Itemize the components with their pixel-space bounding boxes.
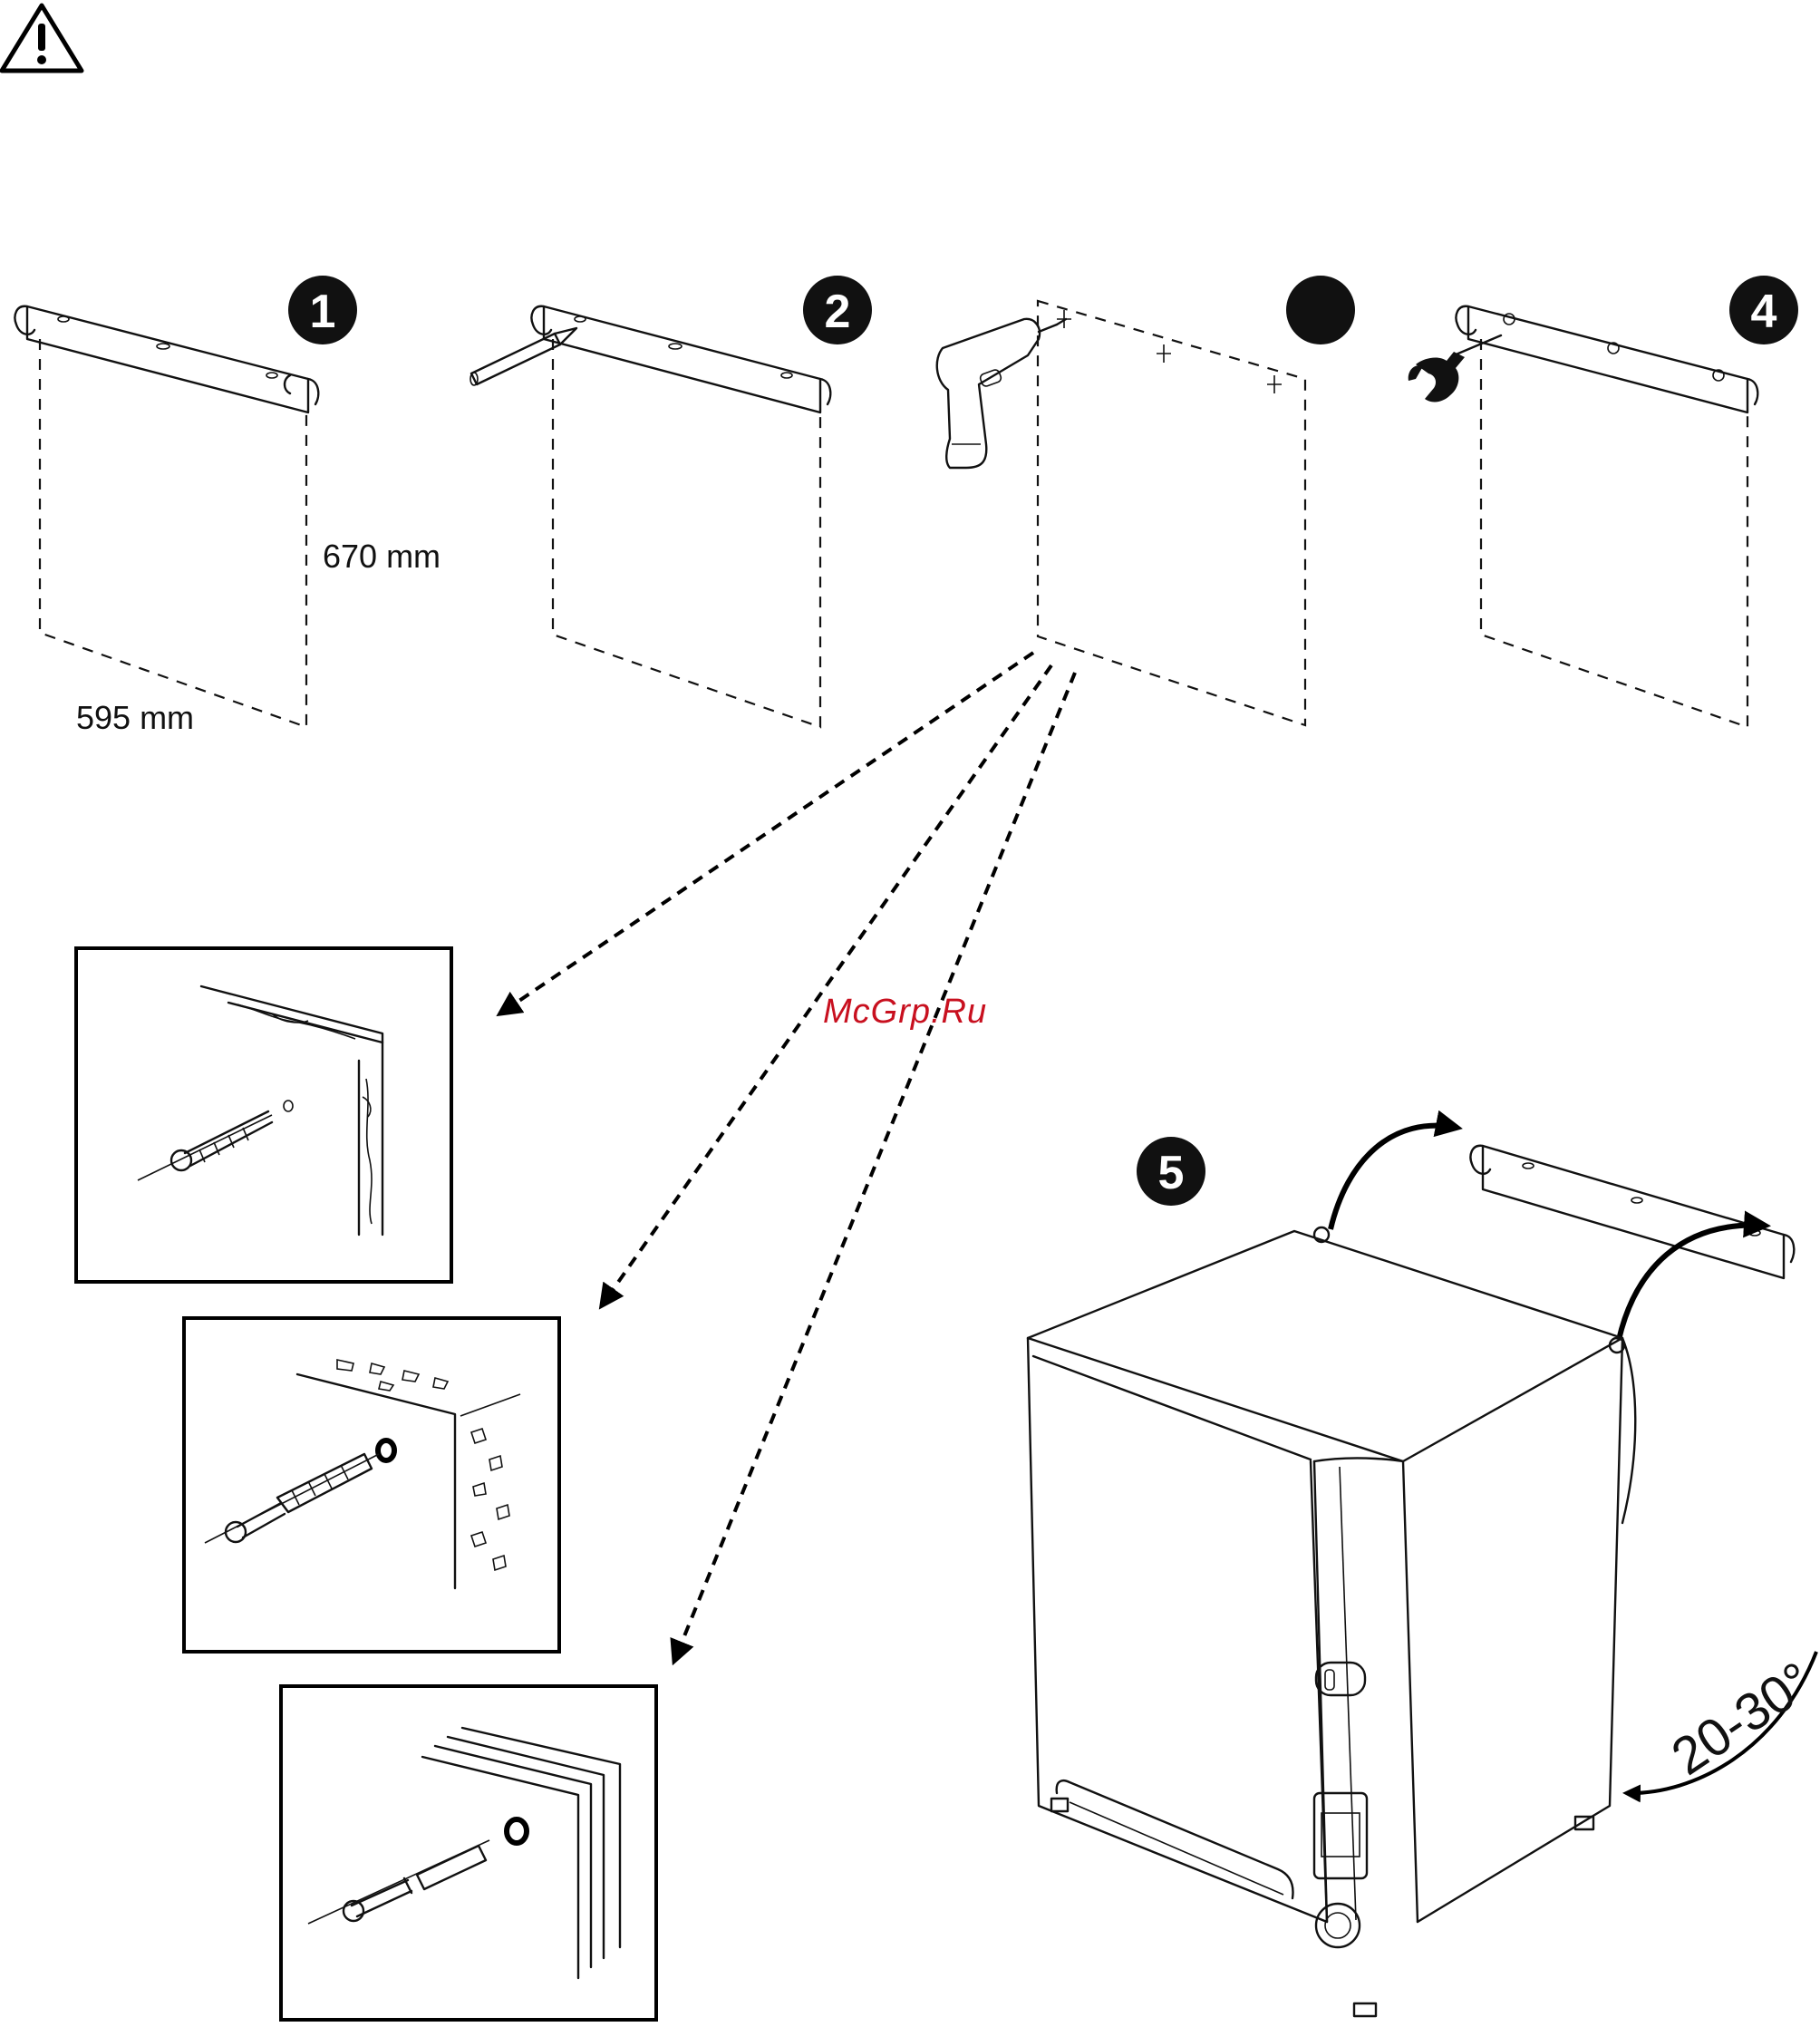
step-badge-3	[1286, 276, 1355, 344]
step-4-panel: 4	[1409, 276, 1798, 727]
wall-type-wood	[76, 948, 451, 1282]
step-badge-1: 1	[288, 276, 357, 344]
step-number: 5	[1158, 1147, 1185, 1199]
step-badge-5: 5	[1137, 1137, 1205, 1206]
pencil-mark-icon	[470, 328, 576, 385]
wall-bracket-icon	[532, 306, 831, 412]
warning-triangle-icon	[2, 5, 82, 71]
screwdriver-icon	[1409, 335, 1501, 402]
watermark: McGrp.Ru	[823, 993, 987, 1031]
step-number: 1	[310, 286, 336, 338]
wall-bracket-icon	[15, 306, 319, 412]
height-dimension-label: 670 mm	[323, 538, 440, 575]
step-number: 4	[1751, 286, 1777, 338]
step-5-panel: 5	[1028, 1126, 1820, 2016]
wall-bracket-icon	[1471, 1146, 1795, 1278]
tilt-angle-label: 20-30°	[1661, 1651, 1820, 1787]
step-2-panel: 2	[470, 276, 872, 727]
wall-bracket-icon	[1457, 306, 1758, 412]
step-badge-2: 2	[803, 276, 872, 344]
wall-type-stone	[184, 1318, 559, 1652]
lift-arrows	[1331, 1126, 1766, 1340]
hang-dryer-icon	[1028, 1227, 1635, 2016]
step-3-panel	[937, 276, 1355, 725]
tilt-angle-indicator: 20-30°	[1626, 1651, 1820, 1793]
step-badge-4: 4	[1729, 276, 1798, 344]
drill-mark	[1057, 310, 1282, 393]
step-1-panel: 1 670 mm 595 mm	[15, 276, 441, 736]
width-dimension-label: 595 mm	[76, 699, 194, 736]
wall-type-plaster	[281, 1686, 656, 2020]
step-number: 2	[825, 286, 851, 338]
drill-icon	[937, 319, 1066, 468]
wall-type-arrows	[500, 653, 1075, 1661]
